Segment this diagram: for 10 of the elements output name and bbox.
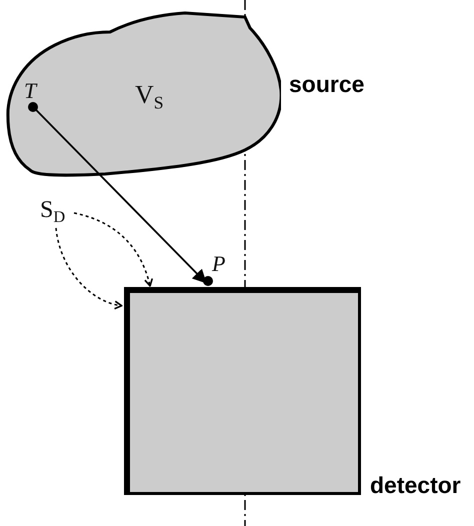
dashed-arrow (55, 228, 122, 310)
surface-symbol: S$_{D}$ (40, 198, 74, 228)
labeled-point: T (24, 80, 42, 114)
detector-block (124, 287, 361, 495)
component-caption: source (289, 73, 364, 96)
region-label: V$_{S}$ (135, 80, 164, 110)
arrow (35, 109, 207, 284)
dashed-arrow (74, 212, 153, 287)
labeled-point: P (202, 253, 228, 286)
component-caption: detector (370, 474, 461, 497)
